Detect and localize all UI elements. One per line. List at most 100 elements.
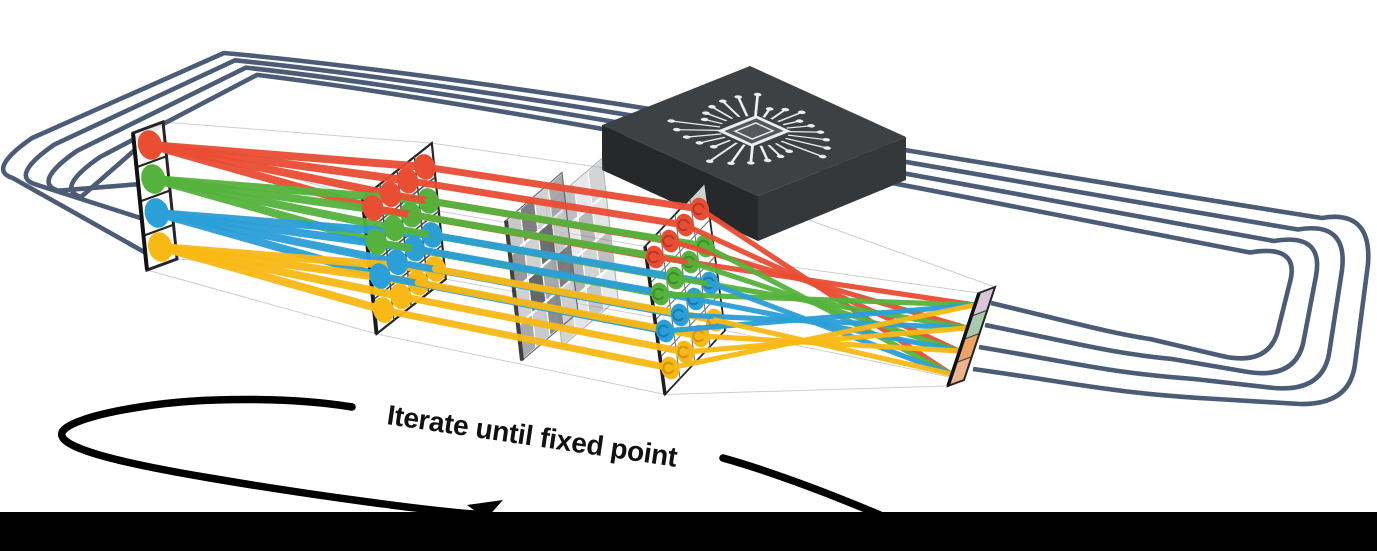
chip-trace-pad: [705, 159, 714, 163]
output-left-edge: [946, 292, 981, 387]
chip-trace: [767, 144, 782, 157]
chip-trace: [729, 144, 746, 164]
chip-trace: [776, 111, 803, 123]
chip-trace: [788, 130, 821, 133]
chip-trace-pad: [746, 161, 755, 165]
chip-trace-pad: [727, 161, 735, 165]
chip-trace: [780, 140, 824, 158]
beam-blue-weighted-2: [411, 245, 699, 303]
beam-yellow-fanin-1: [682, 325, 970, 355]
input-left-edge: [131, 132, 149, 271]
source-spot-green: [141, 164, 166, 194]
arrowhead-icon: [467, 500, 503, 519]
chip-trace-pad: [708, 105, 716, 109]
chip-trace-pad: [795, 119, 804, 123]
beam-green-fanin-3: [702, 243, 954, 377]
iterate-caption: Iterate until fixed point: [385, 399, 679, 472]
fanin-beams: [652, 206, 978, 377]
output-plane: [946, 285, 997, 388]
input-divider: [143, 223, 174, 237]
chip-trace: [749, 145, 754, 163]
chip-trace: [785, 137, 828, 149]
chip-trace-pad: [702, 111, 710, 115]
chip-trace: [770, 109, 787, 120]
beam-yellow-weighted-1: [397, 292, 689, 356]
weighted-beams: [369, 163, 719, 372]
input-divider: [136, 155, 167, 169]
bottom-black-bar: [0, 512, 1377, 551]
chip-trace-pad: [822, 138, 831, 142]
chip-trace-pad: [816, 130, 825, 134]
beam-blue-fanin-0: [662, 302, 978, 334]
chip-trace: [759, 145, 769, 161]
beam-red-fanout-3: [146, 141, 429, 171]
chip-trace: [686, 133, 722, 138]
chip-trace: [786, 125, 812, 129]
input-divider: [139, 189, 171, 203]
chip-trace: [698, 136, 726, 144]
chip-trace: [705, 112, 728, 122]
chip-trace: [721, 101, 741, 118]
beam-red-weighted-3: [421, 163, 704, 213]
beam-yellow-weighted-0: [380, 306, 674, 372]
beam-yellow-weighted-3: [431, 265, 719, 324]
iteration-annotation: Iterate until fixed point: [58, 395, 884, 519]
feedback-line-4: [0, 50, 1371, 407]
beam-blue-weighted-3: [428, 231, 714, 287]
electronic-chip: [602, 66, 906, 241]
beam-red-weighted-2: [404, 177, 689, 229]
chip-trace: [708, 142, 738, 162]
beam-yellow-weighted-2: [414, 279, 704, 340]
chip-trace-pad: [763, 158, 772, 163]
chip-trace-pad: [765, 107, 774, 111]
beam-green-fanin-0: [657, 291, 978, 308]
chip-die: [716, 115, 792, 147]
chip-trace-pad: [709, 145, 718, 149]
chip-trace-pad: [818, 154, 827, 159]
chip-trace: [710, 106, 734, 119]
chip-trace: [671, 120, 721, 128]
beam-yellow-fanin-3: [712, 317, 954, 377]
beam-yellow-fanin-0: [667, 302, 978, 371]
chip-trace-pad: [781, 107, 790, 112]
beam-blue-fanin-3: [707, 280, 954, 377]
input-source-spots: [137, 130, 173, 262]
iteration-arrow-lead: [719, 454, 884, 519]
chip-side-face: [758, 137, 906, 241]
chip-trace-pad: [682, 135, 691, 139]
feedback-line-1: [69, 72, 1294, 361]
source-spot-red: [137, 130, 163, 160]
chip-trace-pad: [718, 99, 727, 103]
chip-front-face: [602, 125, 758, 241]
beam-green-weighted-2: [407, 211, 694, 266]
guide-line: [664, 385, 949, 395]
beam-blue-fanin-1: [677, 312, 970, 331]
feedback-loop-lines: [0, 50, 1371, 407]
guide-line: [376, 333, 666, 395]
chip-trace-pad: [807, 124, 816, 128]
chip-trace: [787, 134, 827, 141]
chip-trace-pad: [695, 141, 704, 145]
feedback-line-2: [46, 65, 1320, 376]
chip-trace: [736, 96, 749, 117]
chip-trace: [754, 94, 760, 117]
input-plane: [131, 119, 179, 273]
chip-trace-pad: [753, 92, 762, 97]
chip-trace-pad: [785, 149, 794, 153]
source-spot-blue: [144, 198, 170, 228]
chip-circuit-pattern: [667, 92, 831, 165]
guide-line: [162, 121, 432, 144]
source-spot-yellow: [147, 232, 173, 262]
guide-line: [146, 269, 377, 335]
chip-trace-pad: [667, 119, 676, 123]
chip-trace-pad: [734, 95, 743, 99]
chip-trace: [676, 129, 720, 132]
beam-yellow-fanin-2: [697, 333, 962, 354]
chip-trace-pad: [672, 128, 681, 132]
chip-trace-pad: [776, 154, 785, 159]
chip-trace-pad: [700, 117, 709, 122]
beam-green-weighted-3: [424, 197, 709, 250]
chip-die-inner: [733, 122, 775, 140]
chip-trace-pad: [797, 110, 806, 114]
